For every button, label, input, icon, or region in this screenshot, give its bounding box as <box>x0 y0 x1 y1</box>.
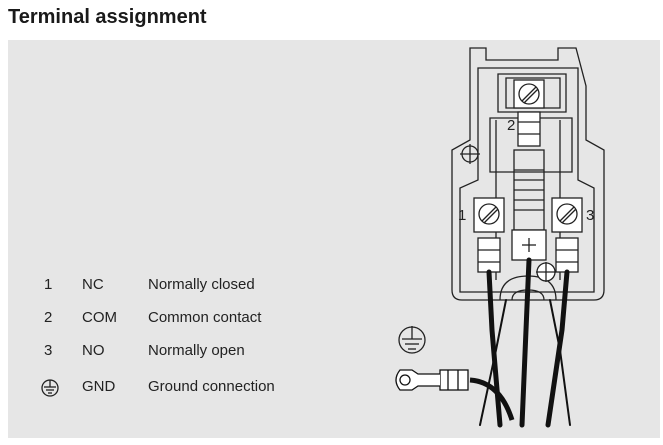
ground-symbol-icon <box>40 378 60 402</box>
mounting-mark-icon <box>460 144 480 164</box>
legend-description: Normally closed <box>148 276 255 293</box>
ground-cable <box>395 369 515 421</box>
legend-code: COM <box>82 309 117 326</box>
legend-description: Common contact <box>148 309 262 326</box>
page-title: Terminal assignment <box>8 6 207 28</box>
legend-description: Normally open <box>148 342 245 359</box>
contact-spring <box>511 149 547 261</box>
terminal-2-label: 2 <box>507 117 515 134</box>
ground-symbol-icon <box>398 326 426 354</box>
internal-ground-icon <box>536 262 556 282</box>
legend-code: NO <box>82 342 105 359</box>
terminal-1-screw <box>473 197 505 273</box>
legend-code: GND <box>82 378 116 395</box>
terminal-3-label: 3 <box>586 207 594 224</box>
terminal-1-label: 1 <box>458 207 466 224</box>
legend-number: 3 <box>44 342 53 359</box>
legend-code: NC <box>82 276 104 293</box>
terminal-3-screw <box>551 197 583 273</box>
legend-number: 1 <box>44 276 53 293</box>
legend-number: 2 <box>44 309 53 326</box>
connector-housing <box>451 47 605 301</box>
legend-description: Ground connection <box>148 378 275 395</box>
terminal-2-screw <box>513 79 545 147</box>
